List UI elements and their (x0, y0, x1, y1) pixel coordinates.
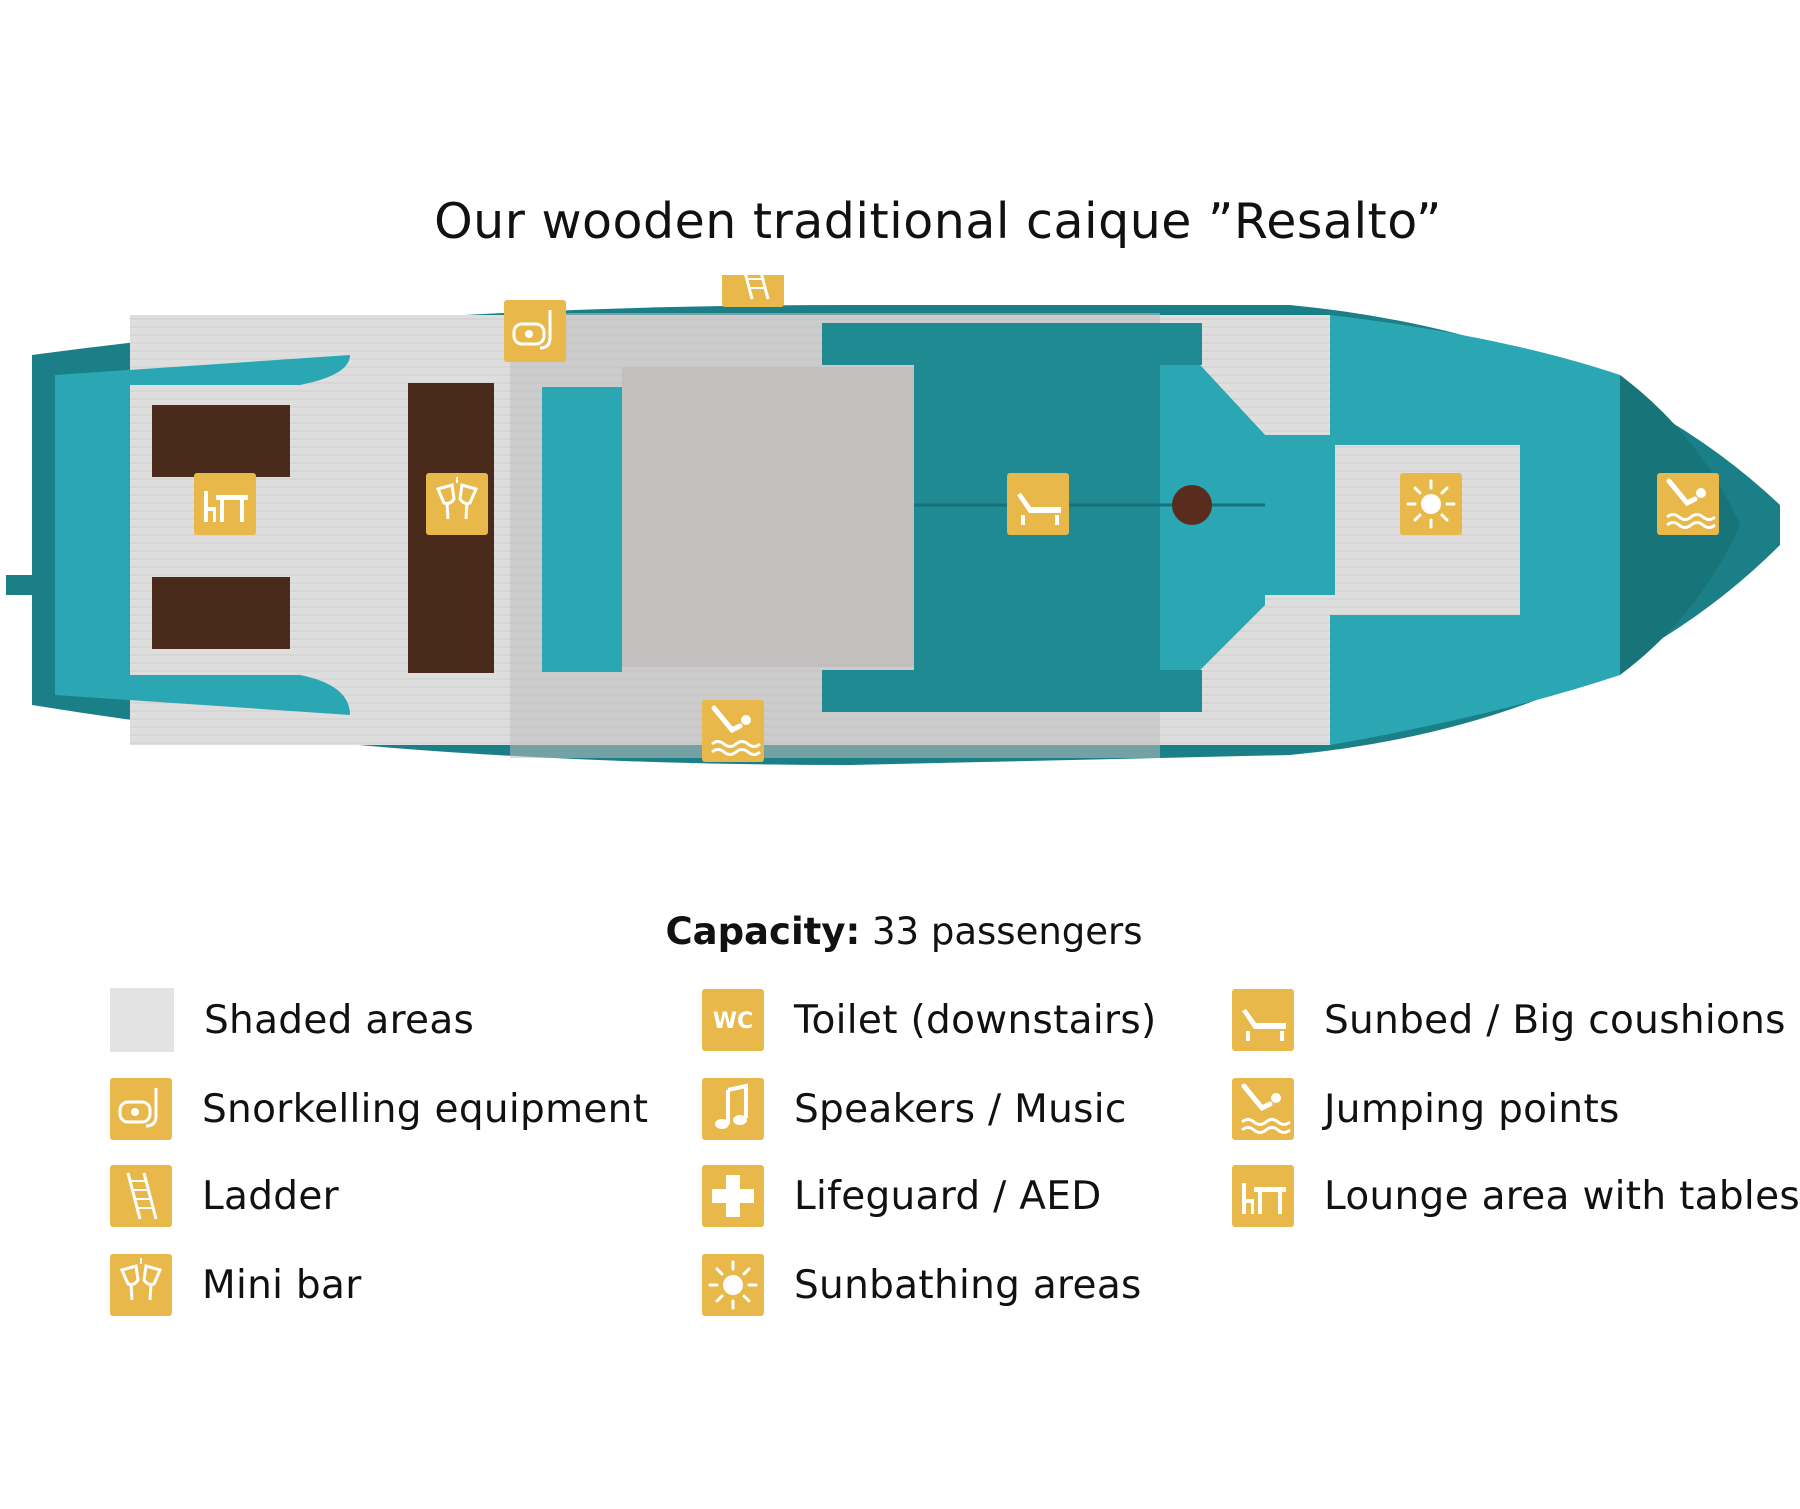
legend-label: Sunbathing areas (794, 1262, 1142, 1308)
music-note-icon (702, 1078, 764, 1140)
lounge-table (152, 405, 290, 477)
legend-toilet: WC Toilet (downstairs) (702, 988, 1156, 1052)
diver-icon (1232, 1078, 1294, 1140)
jump-side-icon (702, 700, 764, 762)
capacity-value: 33 passengers (872, 910, 1143, 953)
legend-snorkel: Snorkelling equipment (110, 1077, 648, 1141)
snorkel-icon (110, 1078, 172, 1140)
table-chair-icon (1232, 1165, 1294, 1227)
capacity-label: Capacity: (665, 910, 861, 953)
mini-bar-icon (426, 473, 488, 535)
legend-label: Speakers / Music (794, 1086, 1127, 1132)
legend-label: Snorkelling equipment (202, 1086, 649, 1132)
snorkel-map-icon (504, 300, 566, 362)
lounge-area-icon (194, 473, 256, 535)
ladder-map-icon (722, 275, 784, 307)
legend-sunbed: Sunbed / Big coushions (1232, 988, 1786, 1052)
legend-jumping: Jumping points (1232, 1077, 1620, 1141)
legend-sunbathing: Sunbathing areas (702, 1253, 1142, 1317)
legend-lifeguard: Lifeguard / AED (702, 1164, 1102, 1228)
mast (1172, 485, 1212, 525)
legend-lounge: Lounge area with tables (1232, 1164, 1800, 1228)
legend-label: Ladder (202, 1173, 339, 1219)
legend-minibar: Mini bar (110, 1253, 362, 1317)
cabin-roof (622, 367, 914, 667)
legend-label: Lounge area with tables (1324, 1173, 1800, 1219)
legend-label: Sunbed / Big coushions (1324, 997, 1786, 1043)
sun-map-icon (1400, 473, 1462, 535)
legend-shaded: Shaded areas (110, 988, 474, 1052)
first-aid-cross-icon (702, 1165, 764, 1227)
legend-label: Mini bar (202, 1262, 362, 1308)
ladder-icon (110, 1165, 172, 1227)
lounge-table (152, 577, 290, 649)
sunbed-map-icon (1007, 473, 1069, 535)
legend-music: Speakers / Music (702, 1077, 1127, 1141)
legend-label: Lifeguard / AED (794, 1173, 1102, 1219)
legend-label: Toilet (downstairs) (794, 997, 1157, 1043)
capacity: Capacity: 33 passengers (0, 910, 1800, 953)
wc-icon: WC (702, 989, 764, 1051)
legend-ladder: Ladder (110, 1164, 339, 1228)
jump-bow-icon (1657, 473, 1719, 535)
sunbed-icon (1232, 989, 1294, 1051)
legend-label: Jumping points (1324, 1086, 1620, 1132)
page-title: Our wooden traditional caique ”Resalto” (434, 193, 1442, 250)
shade-swatch (110, 988, 174, 1052)
sunbed-cushions (822, 323, 1335, 712)
svg-text:WC: WC (713, 1009, 753, 1034)
cheers-icon (110, 1254, 172, 1316)
sun-icon (702, 1254, 764, 1316)
legend-label: Shaded areas (204, 997, 475, 1043)
boat-deck-plan (6, 275, 1780, 765)
